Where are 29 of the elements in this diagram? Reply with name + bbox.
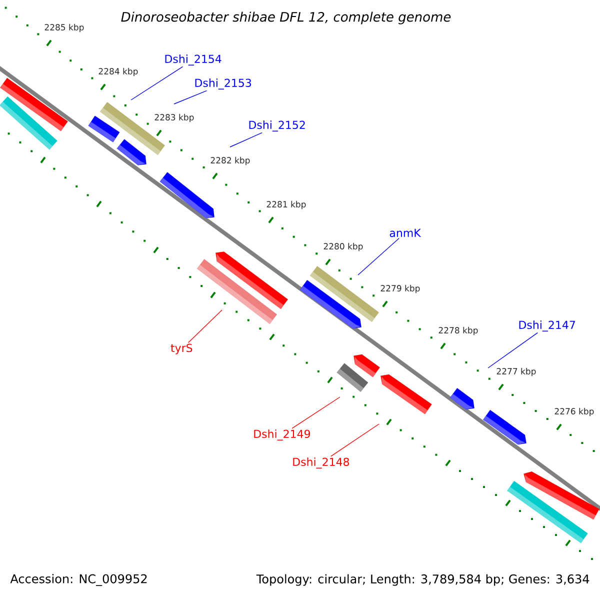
gene-label: anmK <box>390 228 422 238</box>
tick-label: 2283 kbp <box>154 114 194 122</box>
leader-line <box>330 424 380 457</box>
leader-line <box>230 132 262 148</box>
tick-label: 2282 kbp <box>210 156 250 166</box>
leader-line <box>188 310 222 343</box>
info-text: Topology: circular; Length: 3,789,584 bp; Genes: 3,634 <box>256 574 590 586</box>
leader-line <box>358 238 400 276</box>
leader-line <box>292 396 340 429</box>
tick-label: 2281 kbp <box>266 200 306 210</box>
gene-label: Dshi_2152 <box>249 120 305 132</box>
tick-label: 2279 kbp <box>380 284 420 294</box>
leader-line <box>488 332 538 368</box>
gene-label: Dshi_2148 <box>293 458 350 468</box>
leader-line <box>130 66 184 100</box>
tick-label: 2277 kbp <box>496 368 536 376</box>
tick-label: 2278 kbp <box>438 326 478 336</box>
leader-line <box>174 90 208 104</box>
gene-label: Dshi_2147 <box>519 320 575 332</box>
gene-label: Dshi_2153 <box>195 78 252 90</box>
tick-label: 2280 kbp <box>324 242 363 252</box>
tick-label: 2276 kbp <box>554 408 594 416</box>
gene-label: Dshi_2154 <box>165 54 222 66</box>
info-text: Accession: NC_009952 <box>10 574 147 586</box>
gene-label: Dshi_2149 <box>254 430 310 440</box>
tick-label: 2285 kbp <box>44 24 84 32</box>
tick-label: 2284 kbp <box>98 68 138 76</box>
gene-label: tyrS <box>170 344 192 354</box>
title: Dinoroseobacter shibae DFL 12, complete genome <box>121 12 451 24</box>
